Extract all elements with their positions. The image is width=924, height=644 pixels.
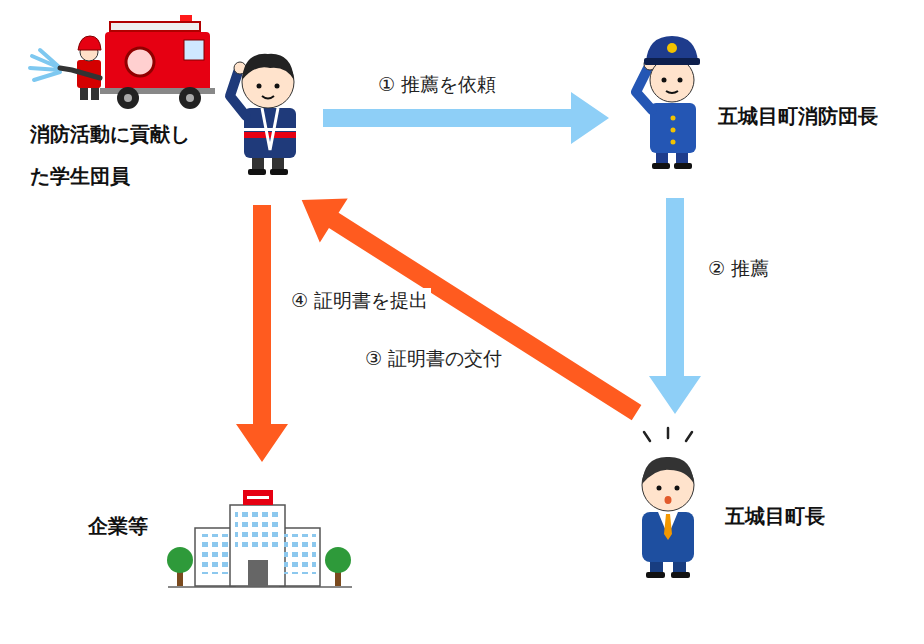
edge-label: ③ 証明書の交付	[362, 346, 505, 371]
shoe	[652, 163, 670, 169]
building-wing	[195, 528, 235, 586]
firefighter-leg	[91, 86, 99, 100]
eye	[657, 486, 662, 491]
suit	[642, 512, 694, 562]
coat-collar	[262, 108, 278, 150]
block-arrow	[236, 205, 288, 462]
shoe	[270, 169, 288, 175]
building-wing	[280, 528, 320, 586]
happi-coat	[244, 108, 296, 158]
windows	[199, 534, 231, 574]
block-arrow	[649, 198, 701, 414]
company-building	[167, 490, 352, 587]
shoe	[671, 572, 690, 578]
ladder	[110, 22, 200, 31]
eye	[275, 84, 280, 89]
student-member	[230, 54, 296, 175]
firefighter	[30, 36, 101, 100]
sign-stripe	[247, 496, 269, 499]
shoe	[248, 169, 266, 175]
edge-label: ② 推薦	[705, 256, 772, 281]
edge-label: ④ 証明書を提出	[288, 288, 431, 313]
eye	[675, 486, 680, 491]
fire-hose	[60, 68, 100, 78]
button	[671, 140, 676, 145]
mayor	[642, 428, 694, 578]
node-label: 五城目町長	[725, 503, 825, 529]
windows	[284, 534, 316, 574]
door	[248, 560, 268, 586]
cap-brim	[644, 58, 700, 65]
truck-window	[184, 40, 204, 60]
hose-reel	[126, 48, 154, 76]
node-label: 消防活動に貢献し た学生団員	[30, 113, 202, 197]
salute-arm	[636, 68, 652, 110]
surprise-lines	[644, 428, 692, 441]
wheel-hub	[186, 94, 194, 102]
building-sign	[243, 490, 273, 505]
firefighter-leg	[80, 86, 88, 100]
block-arrow	[323, 92, 609, 144]
coat-band	[244, 132, 296, 138]
firefighter-helmet	[78, 36, 101, 50]
figure-node: 五城目町長	[620, 418, 848, 584]
shoe	[646, 572, 665, 578]
mouth	[665, 496, 672, 504]
figure-node: 企業等	[82, 470, 352, 592]
eye	[257, 84, 262, 89]
water-spray	[30, 50, 60, 80]
tie	[664, 514, 672, 540]
siren-light	[180, 15, 192, 22]
node-label: 企業等	[88, 513, 148, 539]
wheel-hub	[124, 94, 132, 102]
edge-label: ① 推薦を依頼	[375, 72, 499, 97]
figure-node: 五城目町消防団長	[612, 40, 902, 172]
tree	[325, 547, 351, 573]
truck-wheel	[179, 87, 201, 109]
eye	[678, 78, 683, 83]
tree	[167, 547, 193, 573]
eye	[662, 78, 667, 83]
hair	[642, 457, 694, 484]
truck-wheel	[117, 87, 139, 109]
button	[671, 128, 676, 133]
hair	[242, 54, 294, 80]
coat-stripe	[244, 128, 296, 131]
mouth	[262, 96, 274, 99]
figure-node: 消防活動に貢献し た学生団員	[25, 20, 305, 199]
shoe	[674, 163, 692, 169]
mouth	[666, 91, 678, 93]
fire-chief	[636, 36, 700, 169]
fire-truck	[100, 15, 215, 109]
windows	[235, 512, 280, 552]
cap-badge	[667, 43, 677, 53]
node-label: 五城目町消防団長	[718, 103, 878, 129]
truck-body	[105, 32, 210, 92]
button	[671, 116, 676, 121]
building-tower	[230, 505, 285, 586]
